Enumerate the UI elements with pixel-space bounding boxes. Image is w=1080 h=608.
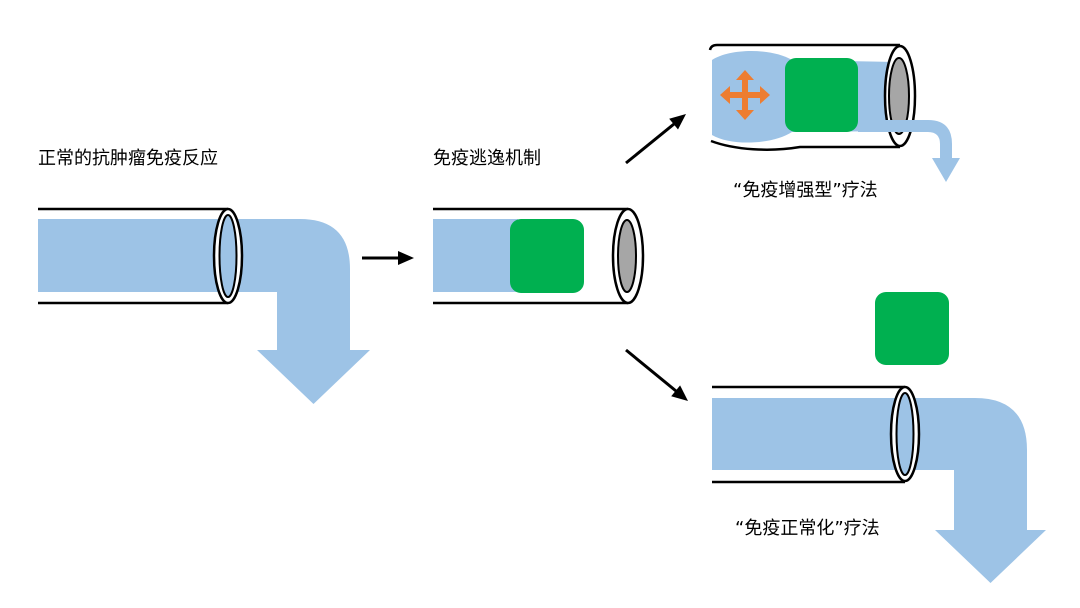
arrow-icon [625, 114, 686, 165]
flow-band [712, 398, 905, 470]
pipe-immune-enhancement [708, 43, 960, 182]
pipe-immune-normalization [712, 385, 1046, 583]
blocker-square [785, 58, 858, 132]
arrow-head [398, 251, 414, 265]
arrow-shaft [625, 122, 675, 165]
pipe-end-inner-flow [895, 392, 915, 476]
label-immune-escape: 免疫逃逸机制 [433, 148, 541, 169]
arrow-icon [362, 251, 414, 265]
flow-down-arrow [226, 219, 370, 404]
leak-flow-arrow [858, 120, 960, 182]
label-normal-response: 正常的抗肿瘤免疫反应 [38, 148, 218, 169]
pipe-top-edge [708, 43, 900, 51]
label-immune-normalization-therapy: “免疫正常化”疗法 [735, 518, 880, 539]
pipe-bottom-edge [710, 139, 900, 151]
pipe-end-blocked [888, 57, 910, 135]
removed-blocker-square [875, 292, 949, 365]
arrow-head [669, 114, 686, 130]
flow-band [38, 219, 228, 292]
arrow-shaft [625, 348, 677, 393]
expansion-arrows [720, 70, 770, 120]
blocker-square [510, 219, 584, 293]
four-way-arrow-icon [720, 70, 770, 120]
pipe-normal-response [38, 207, 370, 404]
pipe-end-blocked [617, 219, 637, 293]
pipe-immune-escape [433, 207, 645, 305]
flow-down-arrow [903, 398, 1046, 583]
arrow-head [671, 385, 688, 401]
arrow-icon [625, 348, 688, 401]
label-immune-enhancement-therapy: “免疫增强型”疗法 [733, 180, 878, 201]
pipe-end-inner-flow [218, 214, 238, 298]
flow-band [433, 219, 518, 292]
